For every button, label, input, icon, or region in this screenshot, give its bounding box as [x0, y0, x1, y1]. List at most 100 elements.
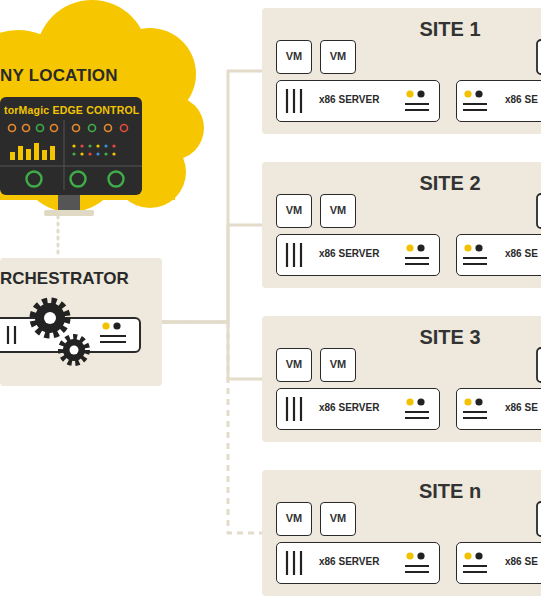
dot: [96, 144, 99, 147]
orchestrator-server-icon: [0, 301, 140, 363]
chart-bar: [26, 149, 31, 160]
node-label: SITE 1: [390, 18, 510, 41]
vm-box: VM: [320, 502, 356, 536]
node-label: x86 SERVER: [319, 94, 379, 105]
chart-bar: [10, 152, 15, 160]
gear: [63, 339, 85, 361]
status-light: [23, 125, 30, 132]
server-bar: [14, 326, 16, 344]
server-dot: [113, 322, 120, 329]
node-label: x86 SERVER: [319, 556, 379, 567]
server-outline: [0, 318, 140, 352]
cloud-shape: NY LOCATION torMagic EDGE CONTROL: [0, 0, 205, 215]
site-panel: SITE 2 VM VM x86 SERVER x86 SE: [262, 162, 541, 288]
vm-box: VM: [276, 40, 312, 74]
vm-box: VM: [276, 348, 312, 382]
server-box: x86 SERVER: [276, 234, 440, 276]
screen-divider: [64, 120, 65, 190]
node-label: VM: [321, 358, 355, 370]
node-label: x86 SE: [505, 94, 538, 105]
node-label: x86 SE: [505, 248, 538, 259]
status-light: [89, 125, 96, 132]
server-details: [287, 194, 541, 267]
server-bar: [7, 326, 9, 344]
status-light: [121, 125, 128, 132]
monitor-screen-box: torMagic EDGE CONTROL: [0, 97, 142, 195]
chart-bar: [50, 146, 55, 160]
site-panel: SITE 1 VM VM x86 SERVER x86 SE: [262, 8, 541, 134]
vm-box: VM: [276, 194, 312, 228]
status-ring: [109, 172, 124, 187]
gear-hole: [44, 312, 56, 324]
connector-line: [162, 322, 262, 379]
node-label: VM: [277, 204, 311, 216]
node-label: SITE 2: [390, 172, 510, 195]
screen-divider: [0, 166, 142, 167]
dot: [88, 144, 91, 147]
monitor-screen: [0, 120, 142, 190]
server-box: x86 SE: [456, 234, 541, 276]
server-details: [287, 502, 541, 575]
connector-line: [162, 322, 262, 533]
gear-teeth: [33, 301, 67, 335]
node-label: VM: [321, 204, 355, 216]
chart-bar: [34, 143, 39, 160]
dot: [72, 144, 75, 147]
status-light: [9, 125, 16, 132]
status-ring: [71, 172, 86, 187]
node-label: VM: [277, 512, 311, 524]
node-label: VM: [321, 50, 355, 62]
dot: [104, 144, 107, 147]
chart-bar: [42, 150, 47, 160]
orchestrator-panel: RCHESTRATOR: [0, 258, 162, 386]
monitor-stand: [44, 195, 94, 216]
connector-line: [162, 225, 262, 322]
server-line: [100, 335, 126, 337]
dot: [104, 152, 107, 155]
stand-base: [44, 210, 94, 216]
node-label: SITE n: [390, 480, 510, 503]
status-light: [105, 125, 112, 132]
server-box: x86 SERVER: [276, 542, 440, 584]
server-box: x86 SERVER: [276, 388, 440, 430]
gear: [35, 303, 65, 333]
status-ring: [27, 172, 42, 187]
node-label: VM: [277, 358, 311, 370]
node-label: RCHESTRATOR: [0, 269, 129, 289]
stand-neck: [58, 195, 80, 211]
dot: [112, 144, 115, 147]
node-label: x86 SERVER: [319, 402, 379, 413]
node-label: NY LOCATION: [0, 66, 118, 86]
server-box: x86 SE: [456, 80, 541, 122]
vm-box: VM: [320, 40, 356, 74]
server-box: x86 SERVER: [276, 80, 440, 122]
status-light: [73, 125, 80, 132]
gear-teeth: [61, 337, 87, 363]
server-dot: [102, 322, 109, 329]
site-panel: SITE 3 VM VM x86 SERVER x86 SE: [262, 316, 541, 442]
node-label: x86 SE: [505, 556, 538, 567]
node-label: x86 SE: [505, 402, 538, 413]
chart-bar: [18, 146, 23, 160]
status-light: [51, 125, 58, 132]
server-box: x86 SE: [456, 542, 541, 584]
dot: [80, 144, 83, 147]
node-label: SITE 3: [390, 326, 510, 349]
site-panel: SITE n VM VM x86 SERVER x86 SE: [262, 470, 541, 596]
server-details: [287, 40, 541, 113]
vm-box: VM: [320, 194, 356, 228]
cloud-body: [0, 60, 175, 200]
node-label: VM: [277, 50, 311, 62]
vm-box: VM: [276, 502, 312, 536]
dot: [72, 152, 75, 155]
vm-box: VM: [320, 348, 356, 382]
server-details: [287, 348, 541, 421]
server-box: x86 SE: [456, 388, 541, 430]
dot: [96, 152, 99, 155]
node-label: VM: [321, 512, 355, 524]
dot: [112, 152, 115, 155]
dot: [88, 152, 91, 155]
gear-hole: [70, 346, 79, 355]
node-label: x86 SERVER: [319, 248, 379, 259]
